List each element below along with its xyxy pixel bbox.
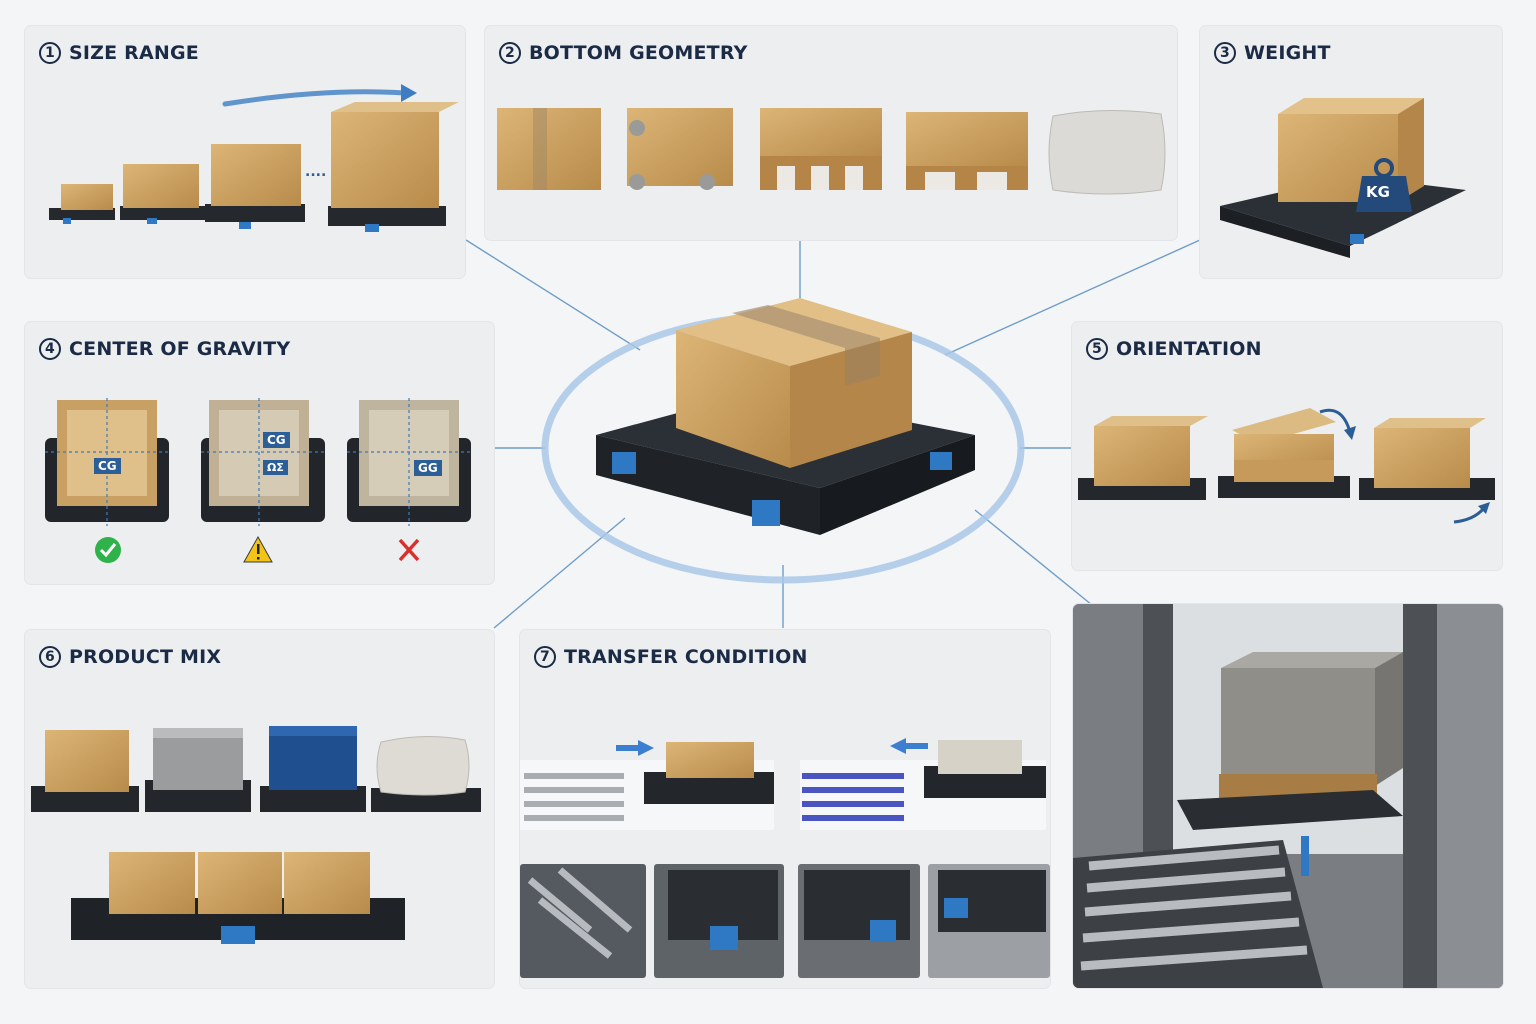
orientation-illustration — [1078, 408, 1495, 524]
panel-title-text: TRANSFER CONDITION — [564, 646, 808, 668]
panel-orientation: 5 ORIENTATION — [1072, 322, 1502, 570]
lift-station-illustration — [1073, 604, 1503, 988]
wrapped-pallet-load — [1219, 652, 1403, 800]
panel-title-text: CENTER OF GRAVITY — [69, 338, 291, 360]
rotate-arrow-icon — [1319, 408, 1352, 433]
product-mix-illustration — [31, 726, 481, 944]
transfer-illustration — [520, 738, 1050, 978]
size-ellipsis: .... — [305, 164, 327, 180]
panel-number: 5 — [1086, 338, 1108, 360]
transfer-out-scene — [800, 740, 1046, 830]
rotate-arrow-icon-2 — [1453, 506, 1486, 524]
poly-bag — [1048, 109, 1166, 195]
panel-center-of-gravity: 4 CENTER OF GRAVITY CG CG ΩΣ GG — [25, 322, 494, 584]
weight-label: KG — [1366, 183, 1390, 201]
detail-photo-4 — [928, 864, 1050, 978]
panel-title: 5 ORIENTATION — [1086, 338, 1262, 360]
panel-number: 1 — [39, 42, 61, 64]
panel-title: 2 BOTTOM GEOMETRY — [499, 42, 748, 64]
panel-title-text: SIZE RANGE — [69, 42, 199, 64]
cog-warn-carrier — [201, 400, 325, 522]
carrier-in-lift — [1177, 790, 1403, 830]
panel-transfer-condition: 7 TRANSFER CONDITION — [520, 630, 1050, 988]
flipping-box — [1218, 408, 1350, 498]
panel-title-text: ORIENTATION — [1116, 338, 1262, 360]
mix-poly-bag — [371, 735, 481, 812]
panel-title: 7 TRANSFER CONDITION — [534, 646, 808, 668]
weight-illustration — [1220, 98, 1466, 258]
warning-icon — [243, 535, 273, 563]
transfer-out-arrow — [890, 738, 928, 754]
footed-box — [627, 108, 733, 190]
panel-title: 4 CENTER OF GRAVITY — [39, 338, 290, 360]
mix-grey-tote — [145, 728, 251, 812]
panel-number: 6 — [39, 646, 61, 668]
cg-label-2: CG — [263, 432, 290, 448]
mix-carton — [31, 730, 139, 812]
flat-bottom-box — [497, 108, 601, 190]
detail-photo-2 — [654, 864, 784, 978]
panel-title: 1 SIZE RANGE — [39, 42, 199, 64]
roller-conveyor — [1073, 840, 1323, 988]
size-growth-arrow — [222, 89, 408, 107]
pallet-box — [760, 108, 882, 190]
panel-title: 6 PRODUCT MIX — [39, 646, 221, 668]
rotated-box — [1359, 418, 1495, 500]
transfer-in-scene — [520, 742, 774, 830]
carrier-large — [205, 144, 305, 222]
bottom-geometry-illustration — [497, 108, 1166, 195]
panel-number: 7 — [534, 646, 556, 668]
long-carrier — [71, 852, 405, 944]
cog-illustration — [45, 398, 471, 563]
panel-number: 4 — [39, 338, 61, 360]
carrier-xlarge — [328, 102, 459, 226]
mix-blue-tote — [260, 726, 366, 812]
panel-weight: 3 WEIGHT KG — [1200, 26, 1502, 278]
central-carrier — [596, 298, 975, 535]
transfer-in-arrow — [616, 740, 654, 756]
panel-product-mix: 6 PRODUCT MIX — [25, 630, 494, 988]
panel-bottom-geometry: 2 BOTTOM GEOMETRY — [485, 26, 1177, 240]
cg-sub-label: ΩΣ — [263, 460, 288, 475]
carrier-medium — [120, 164, 206, 220]
panel-number: 3 — [1214, 42, 1236, 64]
weight-icon — [1356, 176, 1412, 212]
panel-title-text: PRODUCT MIX — [69, 646, 222, 668]
panel-title: 3 WEIGHT — [1214, 42, 1331, 64]
lift-station-photo — [1073, 604, 1503, 988]
panel-title-text: WEIGHT — [1244, 42, 1331, 64]
panel-title-text: BOTTOM GEOMETRY — [529, 42, 748, 64]
carrier-small — [49, 184, 115, 220]
cross-icon — [398, 538, 420, 562]
upright-box — [1078, 416, 1208, 500]
detail-photo-3 — [798, 864, 920, 978]
detail-photo-1 — [520, 864, 646, 978]
panel-number: 2 — [499, 42, 521, 64]
cg-label-3: GG — [414, 460, 442, 476]
arrow-head — [401, 84, 417, 102]
panel-size-range: 1 SIZE RANGE .... — [25, 26, 465, 278]
check-icon — [95, 537, 121, 563]
size-range-illustration — [49, 84, 459, 232]
cg-label-1: CG — [94, 458, 121, 474]
skid-box — [906, 112, 1028, 190]
